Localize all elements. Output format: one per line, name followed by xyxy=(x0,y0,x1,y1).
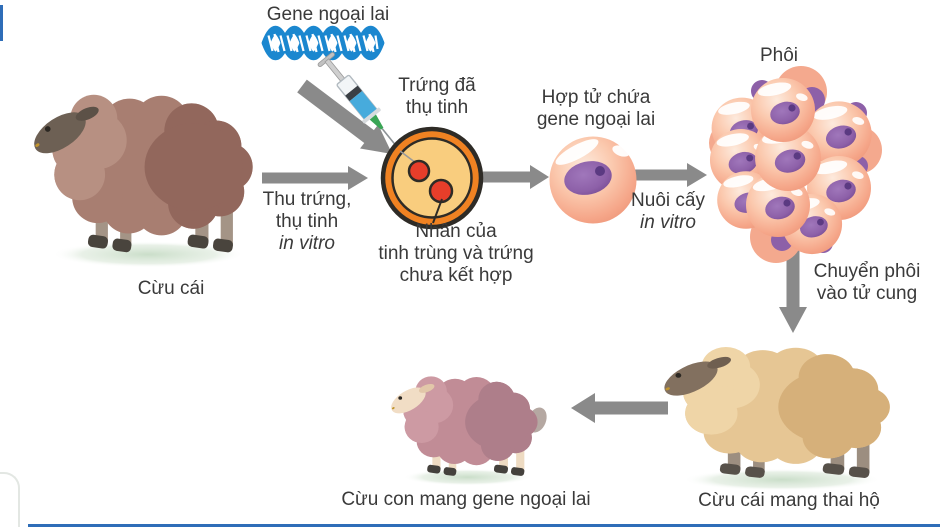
arrow-culture xyxy=(634,163,707,187)
arrow-egg-to-zygote xyxy=(483,165,549,189)
egg-nuclei-label: Nhân của tinh trùng và trứng chưa kết hợ… xyxy=(378,221,534,286)
lamb xyxy=(386,376,547,486)
surrogate-sheep-label: Cừu cái mang thai hộ xyxy=(698,490,880,511)
surrogate-sheep xyxy=(657,346,890,491)
page-edge-line-left xyxy=(0,5,3,41)
fertilized-egg xyxy=(380,126,484,230)
transfer-step-label: Chuyển phôi vào tử cung xyxy=(813,261,921,304)
egg-nucleus xyxy=(428,178,454,204)
culture-step-label: Nuôi cấy in vitro xyxy=(631,190,705,233)
lamb-label: Cừu con mang gene ngoại lai xyxy=(341,489,591,510)
arrow-collect xyxy=(262,166,368,190)
zygote-label: Hợp tử chứa gene ngoại lai xyxy=(536,87,656,130)
page-edge-line-bottom xyxy=(28,524,940,527)
embryo-cluster xyxy=(709,66,882,263)
donor-sheep-label: Cừu cái xyxy=(137,278,205,299)
nucleus-pointer-line xyxy=(432,198,443,224)
arrow-birth-left xyxy=(571,393,668,423)
dna-helix-icon xyxy=(261,25,385,61)
zygote-cell xyxy=(549,136,637,224)
donor-sheep xyxy=(27,94,253,268)
sperm-nucleus xyxy=(407,159,431,183)
fertilized-egg-label: Trứng đã thụ tinh xyxy=(398,75,476,118)
embryo-label: Phôi xyxy=(759,45,799,66)
arrow-transfer-down xyxy=(779,244,807,333)
arrow-inject xyxy=(297,79,393,155)
collect-step-label: Thu trứng, thụ tinh in vitro xyxy=(262,189,352,254)
foreign-gene-label: Gene ngoại lai xyxy=(266,4,390,25)
card-corner-border xyxy=(0,472,20,527)
syringe-icon xyxy=(317,52,402,152)
arrow-group xyxy=(262,79,807,423)
